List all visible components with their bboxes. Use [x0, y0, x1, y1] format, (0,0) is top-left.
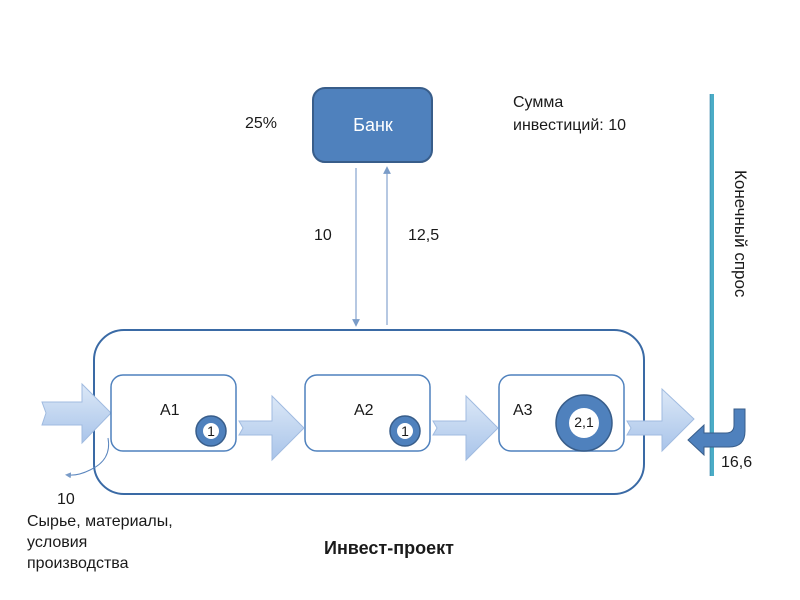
stage-a1-value: 1: [207, 423, 215, 439]
demand-return-value: 16,6: [721, 454, 753, 471]
investment-sum-line1: Сумма: [513, 94, 564, 111]
flow-to-bank-value: 12,5: [408, 227, 440, 244]
raw-materials-line3: производства: [27, 555, 129, 572]
stage-a2-value: 1: [401, 423, 409, 439]
project-title: Инвест-проект: [324, 538, 454, 558]
raw-input-value: 10: [57, 491, 75, 508]
raw-materials-line1: Сырье, материалы,: [27, 513, 173, 530]
flow-to-project-value: 10: [314, 227, 332, 244]
arrow-a2-a3: [432, 394, 499, 462]
interest-rate-label: 25%: [245, 115, 278, 132]
arrow-a1-a2: [238, 394, 305, 462]
stage-a3-value: 2,1: [574, 414, 594, 430]
investment-sum-line2: инвестиций: 10: [513, 117, 626, 134]
stage-a3-label: A3: [513, 402, 533, 419]
final-demand-label: Конечный спрос: [731, 170, 750, 298]
demand-return-arrow: [687, 408, 746, 457]
raw-materials-line2: условия: [27, 534, 88, 551]
input-arrow: [41, 382, 112, 445]
raw-material-curve: [65, 437, 110, 479]
raw-materials-label: Сырье, материалы, условия производства: [27, 511, 173, 574]
bank-label: Банк: [353, 114, 393, 135]
bank-box[interactable]: [312, 87, 433, 163]
arrow-a3-demand: [626, 387, 695, 453]
stage-a2-label: A2: [354, 402, 374, 419]
stage-a1-label: A1: [160, 402, 180, 419]
